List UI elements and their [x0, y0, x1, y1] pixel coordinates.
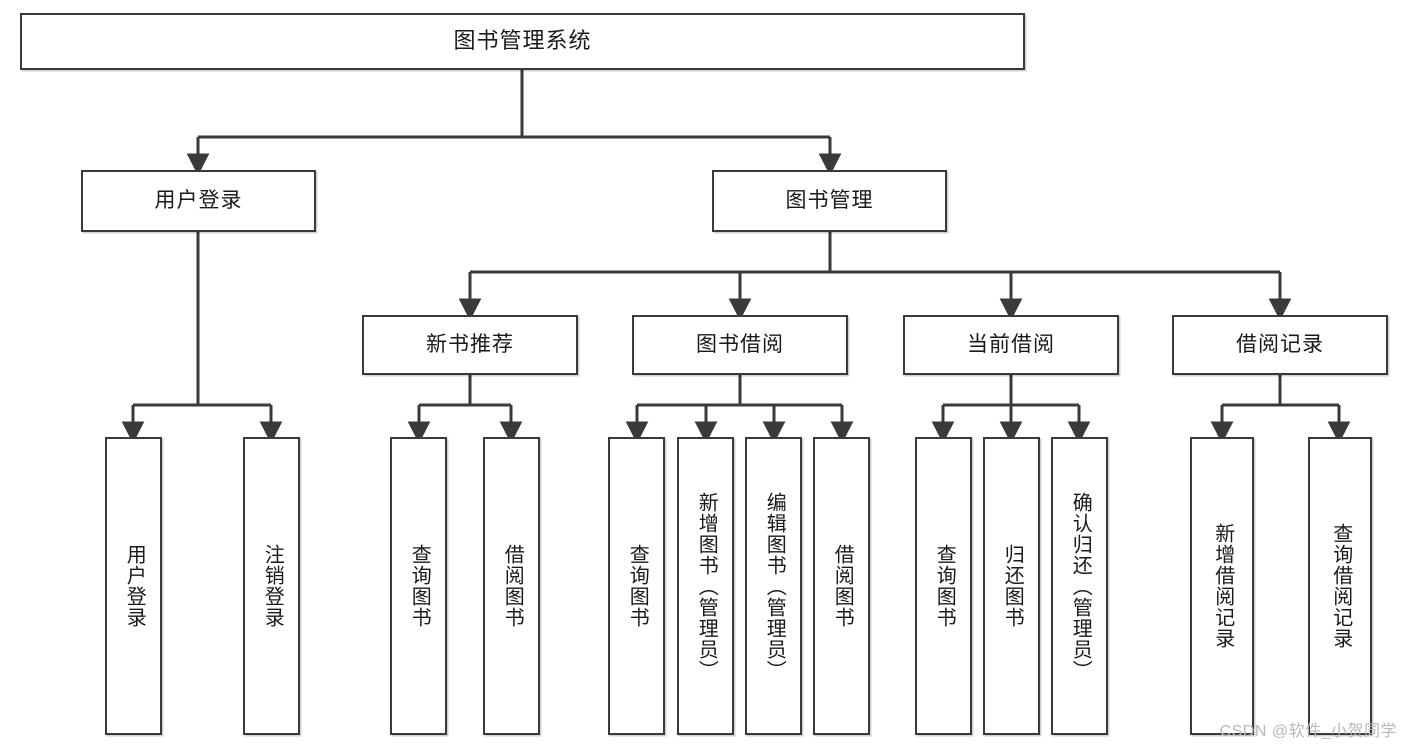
- node-label: 编辑图书（管理员）: [763, 491, 786, 681]
- node-label: 归还图书: [1001, 544, 1024, 628]
- node-user-login[interactable]: 用户登录: [81, 170, 316, 232]
- node-label: 借阅记录: [1236, 333, 1324, 357]
- node-label: 注销登录: [261, 544, 284, 628]
- node-label: 借阅图书: [831, 544, 854, 628]
- leaf-recommend-query-book[interactable]: 查询图书: [390, 437, 447, 735]
- node-book-management[interactable]: 图书管理: [712, 170, 947, 232]
- leaf-record-query-record[interactable]: 查询借阅记录: [1308, 437, 1372, 735]
- node-label: 图书管理系统: [453, 28, 592, 54]
- node-label: 用户登录: [154, 189, 243, 213]
- leaf-borrow-add-book-admin[interactable]: 新增图书（管理员）: [677, 437, 734, 735]
- node-label: 新增借阅记录: [1211, 523, 1234, 649]
- watermark-text: CSDN @软件_小贺同学: [1219, 723, 1397, 740]
- node-label: 查询借阅记录: [1329, 523, 1352, 649]
- leaf-user-login-signout[interactable]: 注销登录: [243, 437, 300, 735]
- leaf-current-confirm-return-admin[interactable]: 确认归还（管理员）: [1051, 437, 1108, 735]
- node-label: 当前借阅: [967, 333, 1055, 357]
- node-label: 图书借阅: [696, 333, 784, 357]
- leaf-record-add-record[interactable]: 新增借阅记录: [1190, 437, 1254, 735]
- leaf-borrow-query-book[interactable]: 查询图书: [608, 437, 665, 735]
- leaf-current-query-book[interactable]: 查询图书: [915, 437, 972, 735]
- node-book-borrow[interactable]: 图书借阅: [632, 315, 848, 375]
- node-label: 图书管理: [785, 189, 874, 213]
- node-label: 确认归还（管理员）: [1069, 491, 1092, 681]
- leaf-borrow-borrow-book[interactable]: 借阅图书: [813, 437, 870, 735]
- node-label: 新书推荐: [426, 333, 514, 357]
- node-label: 新增图书（管理员）: [695, 491, 718, 681]
- node-borrow-record[interactable]: 借阅记录: [1172, 315, 1388, 375]
- node-label: 借阅图书: [501, 544, 524, 628]
- node-label: 用户登录: [123, 544, 146, 628]
- leaf-current-return-book[interactable]: 归还图书: [983, 437, 1040, 735]
- node-current-borrow[interactable]: 当前借阅: [903, 315, 1119, 375]
- leaf-user-login-signin[interactable]: 用户登录: [105, 437, 162, 735]
- leaf-recommend-borrow-book[interactable]: 借阅图书: [483, 437, 540, 735]
- node-root-system[interactable]: 图书管理系统: [20, 13, 1025, 70]
- node-label: 查询图书: [626, 544, 649, 628]
- leaf-borrow-edit-book-admin[interactable]: 编辑图书（管理员）: [745, 437, 802, 735]
- node-new-book-recommend[interactable]: 新书推荐: [362, 315, 578, 375]
- node-label: 查询图书: [408, 544, 431, 628]
- node-label: 查询图书: [933, 544, 956, 628]
